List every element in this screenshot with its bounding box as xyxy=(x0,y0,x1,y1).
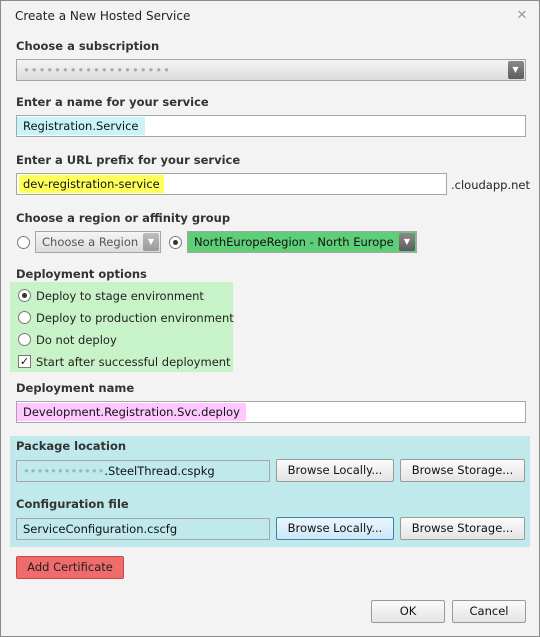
region-select[interactable]: Choose a Region ▼ xyxy=(35,231,161,253)
cancel-button[interactable]: Cancel xyxy=(452,600,526,623)
title-bar: Create a New Hosted Service ✕ xyxy=(1,1,539,31)
region-radio[interactable] xyxy=(17,236,30,249)
add-certificate-button[interactable]: Add Certificate xyxy=(16,556,124,579)
package-path-blurred: •••••••••••• xyxy=(23,464,105,478)
chevron-down-icon: ▼ xyxy=(399,233,415,251)
affinity-group-value: NorthEuropeRegion - North Europe xyxy=(194,235,394,249)
deployment-name-label: Deployment name xyxy=(16,381,135,395)
chevron-down-icon: ▼ xyxy=(143,233,159,251)
chevron-down-icon: ▼ xyxy=(508,61,524,79)
dialog-title: Create a New Hosted Service xyxy=(15,9,191,23)
config-browse-storage-button[interactable]: Browse Storage... xyxy=(400,517,525,540)
deploy-production-label: Deploy to production environment xyxy=(36,311,234,325)
service-name-field[interactable]: Registration.Service xyxy=(16,115,526,137)
subscription-select[interactable]: ••••••••••••••••••• ▼ xyxy=(16,59,526,81)
url-prefix-value: dev-registration-service xyxy=(19,175,164,193)
deployment-options-group xyxy=(10,282,233,372)
region-label: Choose a region or affinity group xyxy=(16,211,231,225)
url-prefix-label: Enter a URL prefix for your service xyxy=(16,153,241,167)
package-location-label: Package location xyxy=(16,439,127,453)
service-name-label: Enter a name for your service xyxy=(16,95,209,109)
url-suffix: .cloudapp.net xyxy=(451,178,530,192)
configuration-file-field[interactable]: ServiceConfiguration.cscfg xyxy=(16,518,270,540)
package-location-field[interactable]: ••••••••••••.SteelThread.cspkg xyxy=(16,460,270,482)
start-after-label: Start after successful deployment xyxy=(36,355,231,369)
service-name-value: Registration.Service xyxy=(17,117,145,135)
deployment-name-value: Development.Registration.Svc.deploy xyxy=(17,403,246,421)
do-not-deploy-label: Do not deploy xyxy=(36,333,117,347)
affinity-group-select[interactable]: NorthEuropeRegion - North Europe ▼ xyxy=(187,231,417,253)
deploy-production-radio[interactable] xyxy=(18,311,31,324)
package-browse-storage-button[interactable]: Browse Storage... xyxy=(400,459,525,482)
deployment-options-label: Deployment options xyxy=(16,267,147,281)
subscription-label: Choose a subscription xyxy=(16,39,160,53)
region-placeholder: Choose a Region xyxy=(42,235,139,249)
ok-button[interactable]: OK xyxy=(371,600,445,623)
do-not-deploy-radio[interactable] xyxy=(18,333,31,346)
deploy-stage-radio[interactable] xyxy=(18,289,31,302)
deploy-stage-label: Deploy to stage environment xyxy=(36,289,204,303)
config-browse-locally-button[interactable]: Browse Locally... xyxy=(276,517,394,540)
subscription-value: ••••••••••••••••••• xyxy=(23,63,171,77)
start-after-checkbox[interactable]: ✓ xyxy=(18,355,31,368)
url-prefix-field[interactable]: dev-registration-service xyxy=(16,173,447,195)
deployment-name-field[interactable]: Development.Registration.Svc.deploy xyxy=(16,401,526,423)
package-browse-locally-button[interactable]: Browse Locally... xyxy=(276,459,394,482)
package-file-name: .SteelThread.cspkg xyxy=(104,464,215,478)
close-icon[interactable]: ✕ xyxy=(516,8,528,23)
affinity-group-radio[interactable] xyxy=(169,236,182,249)
configuration-file-label: Configuration file xyxy=(16,497,129,511)
configuration-file-value: ServiceConfiguration.cscfg xyxy=(23,522,178,536)
